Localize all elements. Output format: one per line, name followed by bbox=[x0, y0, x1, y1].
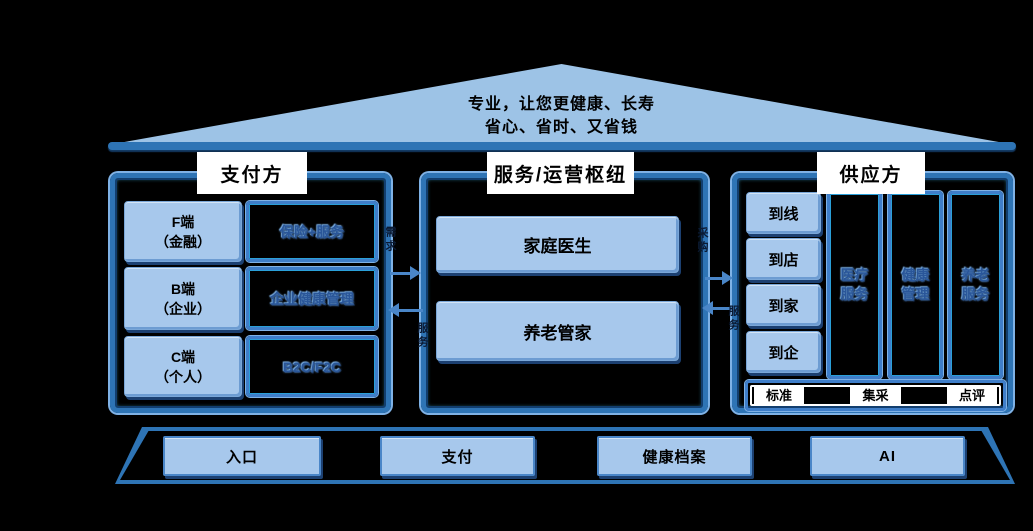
supplier-service-health-mgmt-line1: 健康 bbox=[901, 267, 930, 283]
roof-base-beam bbox=[108, 142, 1016, 150]
supplier-channel-store: 到店 bbox=[746, 238, 821, 280]
hub-family-doctor-box: 家庭医生 bbox=[436, 216, 679, 273]
supplier-channel-online: 到线 bbox=[746, 192, 821, 234]
supplier-service-health-mgmt-box: 健康 管理 bbox=[888, 191, 943, 379]
supplier-channel-online-label: 到线 bbox=[768, 205, 799, 223]
supplier-tag-strip-inner: 标准 集采 点评 bbox=[750, 385, 1001, 406]
hub-to-payer-arrow-line bbox=[398, 309, 423, 312]
roof-slogan-line2: 省心、省时、又省钱 bbox=[484, 119, 638, 136]
payer-segment-business: B端 （企业） bbox=[124, 267, 242, 330]
hub-elder-care-butler-box: 养老管家 bbox=[436, 301, 679, 361]
hub-to-supplier-arrow-head bbox=[722, 271, 733, 285]
foundation-health-record-label: 健康档案 bbox=[642, 448, 707, 466]
supplier-to-hub-arrow-line bbox=[712, 307, 734, 310]
payer-segment-consumer-line2: （个人） bbox=[155, 368, 211, 385]
hub-to-supplier-flow-label: 采购 bbox=[696, 227, 708, 255]
hub-family-doctor-label: 家庭医生 bbox=[523, 237, 592, 256]
payer-offer-insurance-label: 保险+服务 bbox=[279, 223, 345, 240]
supplier-channel-enterprise: 到企 bbox=[746, 331, 821, 373]
hub-to-payer-flow-label: 服务 bbox=[416, 322, 428, 350]
foundation-entry-box: 入口 bbox=[163, 436, 321, 476]
hub-to-payer-arrow-head bbox=[388, 303, 399, 317]
payer-offer-insurance-box: 保险+服务 bbox=[246, 201, 378, 262]
payer-segment-consumer-line1: C端 bbox=[170, 348, 196, 365]
hub-to-supplier-arrow-line bbox=[705, 277, 726, 280]
supplier-channel-home: 到家 bbox=[746, 284, 821, 326]
payer-to-hub-arrow-head bbox=[410, 266, 421, 280]
roof-slogan: 专业，让您更健康、长寿 省心、省时、又省钱 bbox=[113, 93, 1010, 139]
supplier-panel-title: 供应方 bbox=[817, 152, 925, 194]
foundation-payment-label: 支付 bbox=[441, 448, 474, 466]
hub-elder-care-butler-label: 养老管家 bbox=[523, 323, 592, 343]
payer-offer-b2c-f2c-box: B2C/F2C bbox=[246, 336, 378, 397]
supplier-channel-home-label: 到家 bbox=[768, 297, 799, 315]
foundation-ai-label: AI bbox=[879, 447, 896, 465]
hub-panel-title: 服务/运营枢纽 bbox=[487, 152, 634, 194]
payer-segment-finance-line2: （金融） bbox=[155, 233, 211, 250]
supplier-tag-standard: 标准 bbox=[754, 387, 805, 404]
payer-to-hub-arrow-line bbox=[390, 272, 413, 275]
supplier-tag-review: 点评 bbox=[946, 387, 997, 404]
payer-offer-corporate-health-label: 企业健康管理 bbox=[270, 290, 354, 307]
supplier-service-health-mgmt-line2: 管理 bbox=[901, 286, 930, 302]
payer-segment-finance: F端 （金融） bbox=[124, 201, 242, 262]
supplier-service-elder-care-line2: 服务 bbox=[961, 286, 990, 302]
supplier-to-hub-arrow-head bbox=[702, 301, 713, 315]
foundation-entry-label: 入口 bbox=[225, 448, 258, 466]
supplier-service-medical-line2: 服务 bbox=[840, 286, 869, 302]
payer-panel-title: 支付方 bbox=[197, 152, 307, 194]
supplier-service-medical-line1: 医疗 bbox=[840, 267, 869, 283]
foundation-payment-box: 支付 bbox=[380, 436, 535, 476]
supplier-to-hub-flow-label: 服务 bbox=[727, 305, 739, 333]
foundation-health-record-box: 健康档案 bbox=[597, 436, 752, 476]
payer-segment-business-line1: B端 bbox=[170, 280, 196, 297]
supplier-service-elder-care-box: 养老 服务 bbox=[948, 191, 1003, 379]
hub-panel bbox=[421, 173, 708, 413]
payer-segment-business-line2: （企业） bbox=[155, 300, 211, 317]
payer-segment-consumer: C端 （个人） bbox=[124, 336, 242, 397]
supplier-service-medical-box: 医疗 服务 bbox=[827, 191, 882, 379]
payer-offer-corporate-health-box: 企业健康管理 bbox=[246, 267, 378, 330]
supplier-tag-procurement: 集采 bbox=[850, 387, 901, 404]
payer-to-hub-flow-label: 需求 bbox=[384, 226, 396, 254]
supplier-tag-strip: 标准 集采 点评 bbox=[745, 380, 1006, 411]
roof-slogan-line1: 专业，让您更健康、长寿 bbox=[467, 96, 655, 113]
supplier-service-elder-care-line1: 养老 bbox=[961, 267, 990, 283]
payer-segment-finance-line1: F端 bbox=[171, 213, 195, 230]
payer-offer-b2c-f2c-label: B2C/F2C bbox=[282, 358, 342, 375]
foundation-ai-box: AI bbox=[810, 436, 965, 476]
supplier-channel-store-label: 到店 bbox=[768, 251, 799, 269]
supplier-channel-enterprise-label: 到企 bbox=[768, 344, 799, 362]
